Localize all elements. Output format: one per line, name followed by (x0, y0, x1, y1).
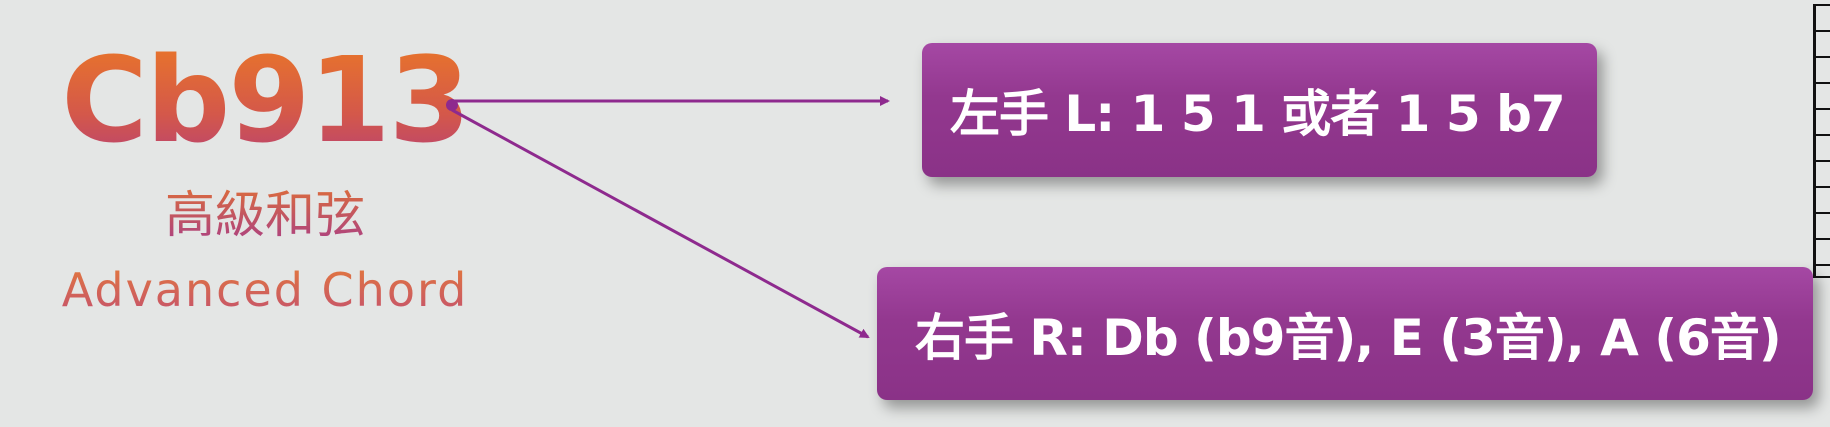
right-hand-text: 右手 R: Db (b9音), E (3音), A (6音) (915, 308, 1782, 367)
left-hand-box: 左手 L: 1 5 1 或者 1 5 b7 (922, 43, 1597, 177)
left-hand-text: 左手 L: 1 5 1 或者 1 5 b7 (950, 85, 1566, 143)
chord-symbol: Cb913 (61, 31, 470, 169)
chord-subtitle-en: Advanced Chord (30, 262, 500, 318)
right-hand-box: 右手 R: Db (b9音), E (3音), A (6音) (877, 267, 1813, 400)
music-staff-edge (1813, 4, 1830, 278)
arrow-to-right-hand (451, 108, 870, 339)
chord-subtitle-zh: 高級和弦 (60, 185, 470, 245)
